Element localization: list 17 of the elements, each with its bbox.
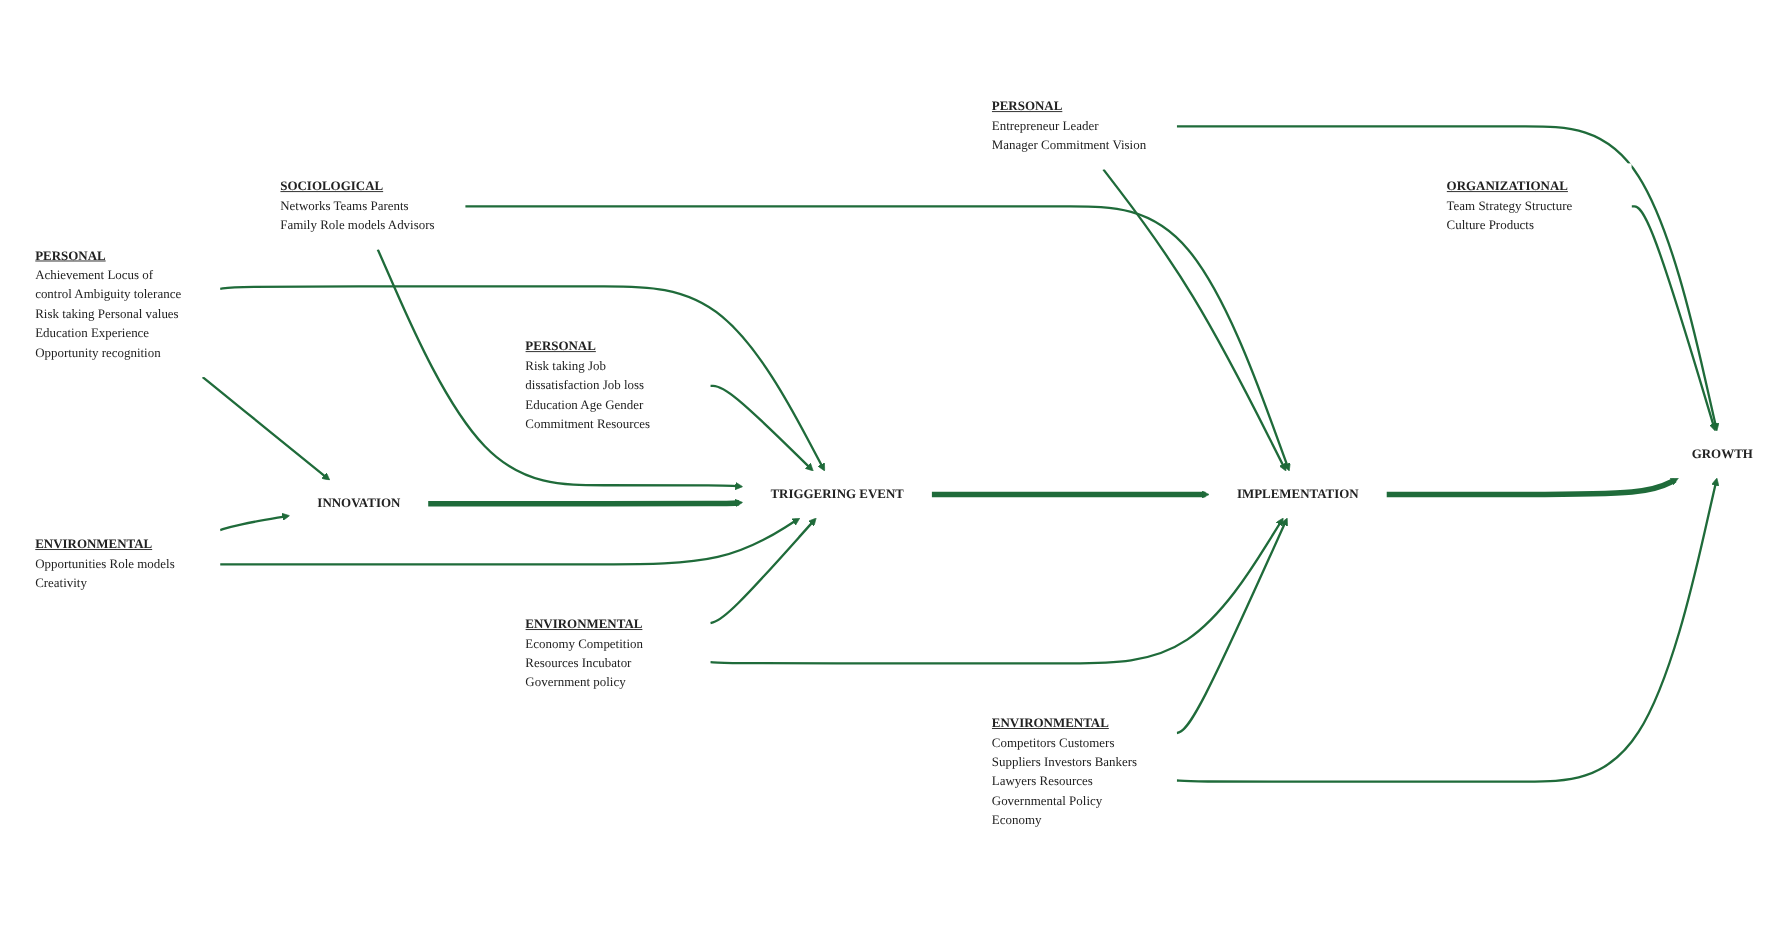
arrow (710, 384, 814, 472)
arrow (219, 285, 825, 472)
arrow (1176, 517, 1288, 735)
arrow (201, 376, 331, 481)
arrow (1176, 125, 1720, 432)
arrow (1386, 477, 1679, 498)
arrow (428, 499, 744, 508)
arrow (710, 517, 817, 625)
arrow (220, 517, 801, 566)
arrow (1631, 205, 1717, 432)
arrow (710, 517, 1284, 665)
arrow (376, 248, 744, 491)
arrow (219, 512, 290, 532)
arrow (1176, 477, 1720, 783)
arrow (465, 205, 1291, 472)
arrow (1102, 168, 1287, 472)
arrow (931, 490, 1210, 499)
